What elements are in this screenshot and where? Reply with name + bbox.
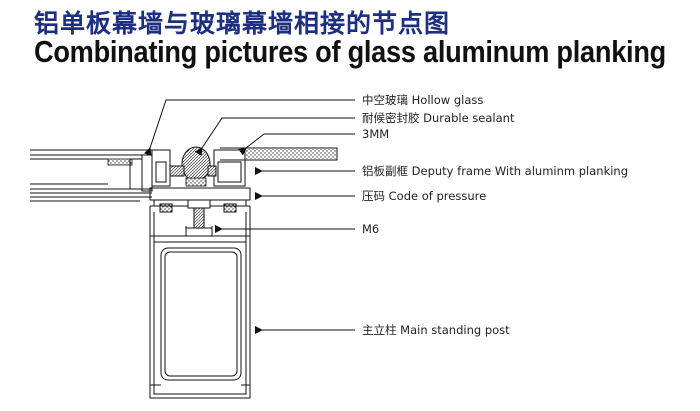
pressure-plate bbox=[149, 187, 251, 213]
label-hollow-glass: 中空玻璃 Hollow glass bbox=[362, 93, 484, 107]
label-pressure-code: 压码 Code of pressure bbox=[362, 189, 487, 203]
glass-edge-block bbox=[141, 154, 153, 192]
title-chinese: 铝单板幕墙与玻璃幕墙相接的节点图 bbox=[34, 9, 451, 38]
durable-sealant-bead bbox=[181, 146, 211, 182]
hollow-glass-panel bbox=[30, 149, 152, 202]
label-deputy-frame: 铝板副框 Deputy frame With aluminm planking bbox=[362, 164, 629, 178]
leader-durable-sealant bbox=[194, 117, 355, 157]
main-standing-post bbox=[149, 205, 251, 399]
glass-spacer bbox=[107, 158, 133, 166]
m6-bolt bbox=[185, 199, 213, 237]
leader-3mm bbox=[238, 133, 355, 156]
label-m6: M6 bbox=[362, 222, 380, 236]
leader-lines bbox=[143, 99, 355, 334]
label-3mm: 3MM bbox=[362, 127, 390, 141]
aluminum-panel-fill bbox=[246, 149, 336, 159]
deputy-frame bbox=[151, 149, 246, 187]
label-main-post: 主立柱 Main standing post bbox=[362, 323, 510, 337]
foam-rod bbox=[185, 177, 207, 187]
title-english: Combinating pictures of glass aluminum p… bbox=[34, 34, 666, 69]
label-durable-sealant: 耐候密封胶 Durable sealant bbox=[362, 111, 515, 125]
leader-hollow-glass bbox=[143, 99, 355, 156]
